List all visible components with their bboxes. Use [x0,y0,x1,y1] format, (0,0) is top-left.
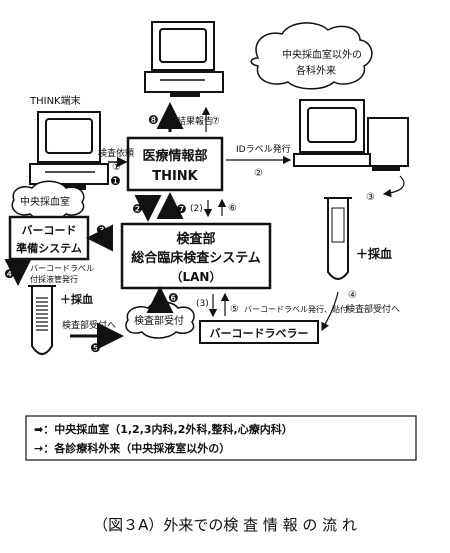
lab-reception-cloud: 検査部受付 [125,301,195,339]
label-step-f7: ❼ [176,202,187,216]
label-step-f4: ❹ [4,267,15,281]
label-step-c6: ⑥ [228,203,237,214]
iryo-joho-box: 医療情報部 THINK [126,136,224,192]
label-kekka-hokoku: 結果報告 [177,115,213,127]
label-saiketsu-left: ＋採血 [60,292,93,306]
label-kensa-irai: 検査依頼 [98,147,134,159]
label-step-c3: ③ [366,192,375,203]
label-lab-reception-left: 検査部受付へ [62,319,116,331]
label-step-c1: ① [112,162,121,173]
label-id-label: IDラベル発行 [236,143,291,155]
label-step-c2: ② [254,168,263,179]
think-terminal-label: THINK端末 [29,94,81,107]
test-tube-right-icon [324,197,352,280]
label-lab-reception-right: 検査部受付へ [346,303,400,315]
label-step-f6: ❻ [168,291,179,305]
label-step-c5: ⑤ [230,304,239,315]
label-step-f1: ❶ [110,174,121,188]
label-barcode-kan-1: バーコードラベル [30,264,94,273]
lab-dept-system: 総合臨床検査システム [131,250,261,266]
central-lab-cloud: 中央採血室 [11,180,85,221]
label-mid-pair2: (3) [196,299,209,309]
iryo-joho-think: THINK [152,169,198,184]
label-step-f2: ❷ [132,202,143,216]
label-mid-pair: (2) [190,204,203,214]
other-outpatient-label-2: 各科外来 [296,64,336,77]
barcode-labeler-label: バーコードラベラー [210,327,309,340]
computer-top-icon [144,21,224,97]
legend-line-2: →：各診療科外来（中央採液室以外の） [34,441,230,455]
lab-dept-title: 検査部 [176,231,215,247]
central-lab-label: 中央採血室 [20,195,70,208]
legend-line-1: ➡：中央採血室（1,2,3内科,2外科,整科,心療内科） [34,422,293,436]
lab-dept-box: 検査部 総合臨床検査システム （LAN） [120,222,272,290]
label-step-f5: ❺ [90,341,101,355]
figure-caption: （図３A）外来での検 査 情 報 の 流 れ [93,516,357,534]
barcode-labeler-box: バーコードラベラー [199,320,319,344]
label-saiketsu-right: ＋採血 [356,246,392,261]
other-outpatient-label-1: 中央採血室以外の [282,48,362,61]
label-barcode-kan-2: 付採液管発行 [30,274,78,284]
lab-reception-label: 検査部受付 [134,314,184,327]
barcode-prep-box: バーコード 準備システム [8,215,90,261]
other-outpatient-cloud: 中央採血室以外の 各科外来 [250,22,373,90]
label-step-f3: ❸ [96,223,107,237]
test-tube-left-icon [28,285,56,355]
think-terminal-icon [29,111,109,190]
barcode-prep-line2: 準備システム [16,241,82,255]
legend-box: ➡：中央採血室（1,2,3内科,2外科,整科,心療内科） →：各診療科外来（中央… [25,415,417,461]
iryo-joho-title: 医療情報部 [142,148,207,164]
label-step-c4: ④ [348,290,357,301]
arrow-c3 [382,175,405,198]
barcode-prep-line1: バーコード [22,224,77,237]
lab-dept-lan: （LAN） [171,269,222,284]
computer-right-icon [293,99,409,171]
label-barcode-issue: バーコードラベル発行、貼付 [244,304,348,314]
label-step-c7: ⑦ [211,116,220,127]
arrow-c4 [321,291,339,332]
label-step-f8: ❽ [148,113,159,127]
